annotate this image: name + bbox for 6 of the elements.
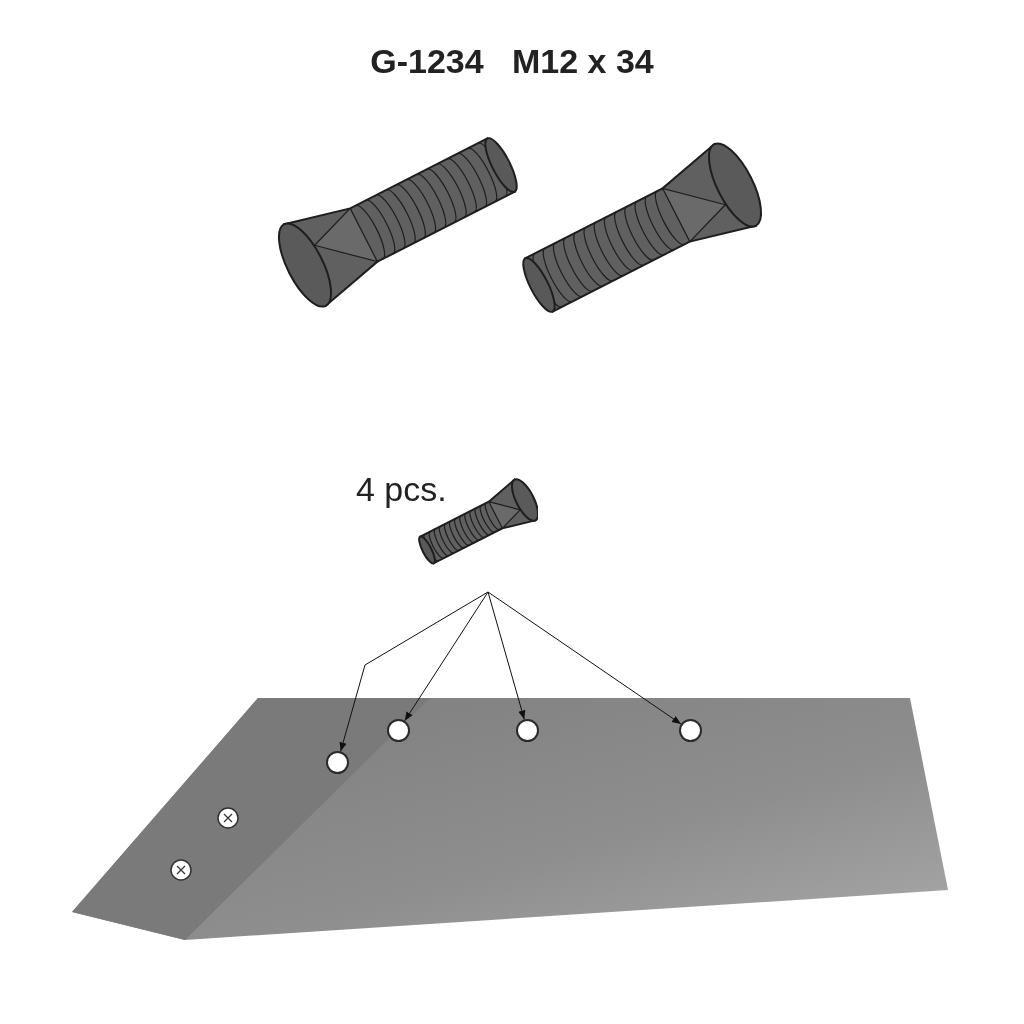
leader-arrow [487, 591, 526, 720]
leader-arrow [339, 591, 489, 752]
quantity-label: 4 pcs. [356, 470, 447, 509]
leader-arrow [404, 591, 489, 722]
title: G-1234 M12 x 34 [370, 42, 654, 81]
leader-arrow [487, 591, 682, 725]
